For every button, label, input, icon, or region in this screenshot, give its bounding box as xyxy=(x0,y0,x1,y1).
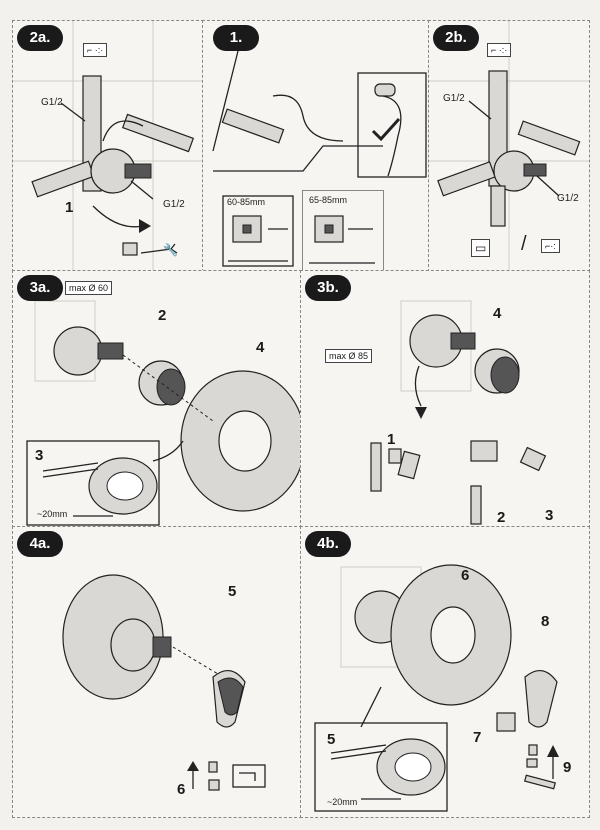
part-number-3: 3 xyxy=(545,507,554,524)
wall-installation-drawing xyxy=(212,30,427,267)
step-badge-2a: 2a. xyxy=(17,25,63,51)
part-number-6: 6 xyxy=(461,567,470,584)
shower-head-icon: ⌐ ·:· xyxy=(83,43,108,57)
part-number-4: 4 xyxy=(493,305,502,322)
valve-body-drawing xyxy=(13,21,203,271)
panel-2a: 2a. ⌐ ·:· G1/2 G1/2 1 🔧 xyxy=(12,20,204,272)
part-number-8: 8 xyxy=(541,613,550,630)
step-badge-2b: 2b. xyxy=(433,25,479,51)
part-number-2: 2 xyxy=(158,307,167,324)
part-number-4: 4 xyxy=(256,339,265,356)
depth-label-65-85: 65-85mm xyxy=(309,195,348,205)
depth-detail-drawing xyxy=(309,215,375,264)
step-badge-1: 1. xyxy=(213,25,259,51)
wrench-icon: 🔧 xyxy=(163,243,178,257)
part-number-5: 5 xyxy=(327,731,336,748)
cover-plate-drawing-3a xyxy=(26,300,301,526)
instruction-sheet: 2a. ⌐ ·:· G1/2 G1/2 1 🔧 1. 60-85mm xyxy=(12,20,590,818)
dimension-label: ~20mm xyxy=(327,797,358,807)
valve-diverter-drawing xyxy=(429,21,589,271)
max-diameter-label: max Ø 85 xyxy=(325,349,373,363)
cover-plate-drawing-3b xyxy=(370,300,547,525)
thread-label-top: G1/2 xyxy=(41,97,63,108)
part-number-3: 3 xyxy=(35,447,44,464)
panel-4a: 4a. 5 6 xyxy=(12,526,302,818)
part-number-1: 1 xyxy=(387,431,396,448)
panel-3b: 3b. max Ø 85 4 1 2 3 xyxy=(300,270,590,528)
thread-label-right: G1/2 xyxy=(557,193,579,204)
step-badge-4b: 4b. xyxy=(305,531,351,557)
shower-head-icon: ⌐ ·:· xyxy=(487,43,512,57)
part-number-7: 7 xyxy=(473,729,482,746)
panel-3a: 3a. max Ø 60 2 4 3 ~20mm xyxy=(12,270,302,528)
step-badge-3a: 3a. xyxy=(17,275,63,301)
handle-mount-drawing-4b xyxy=(314,564,559,812)
thread-label-top: G1/2 xyxy=(443,93,465,104)
max-diameter-label: max Ø 60 xyxy=(65,281,113,295)
shower-head-icon: ⌐·: xyxy=(541,239,560,253)
panel-4b: 4b. 6 8 5 7 9 ~20mm xyxy=(300,526,590,818)
handle-mount-drawing-4a xyxy=(62,574,266,791)
part-number-1: 1 xyxy=(65,199,74,216)
step-badge-4a: 4a. xyxy=(17,531,63,557)
checkmark-icon xyxy=(371,117,401,142)
dimension-label: ~20mm xyxy=(37,509,68,519)
part-number-5: 5 xyxy=(228,583,237,600)
part-number-9: 9 xyxy=(563,759,572,776)
thread-label-right: G1/2 xyxy=(163,199,185,210)
step-badge-3b: 3b. xyxy=(305,275,351,301)
depth-label-60-85: 60-85mm xyxy=(227,197,266,207)
panel-2b: 2b. ⌐ ·:· G1/2 G1/2 ▭ / ⌐·: xyxy=(428,20,590,272)
panel-1-depth: 65-85mm xyxy=(302,190,384,272)
bathtub-icon: ▭ xyxy=(471,239,491,257)
part-number-6: 6 xyxy=(177,781,186,798)
part-number-2: 2 xyxy=(497,509,506,526)
panel-1: 1. 60-85mm xyxy=(202,20,430,272)
